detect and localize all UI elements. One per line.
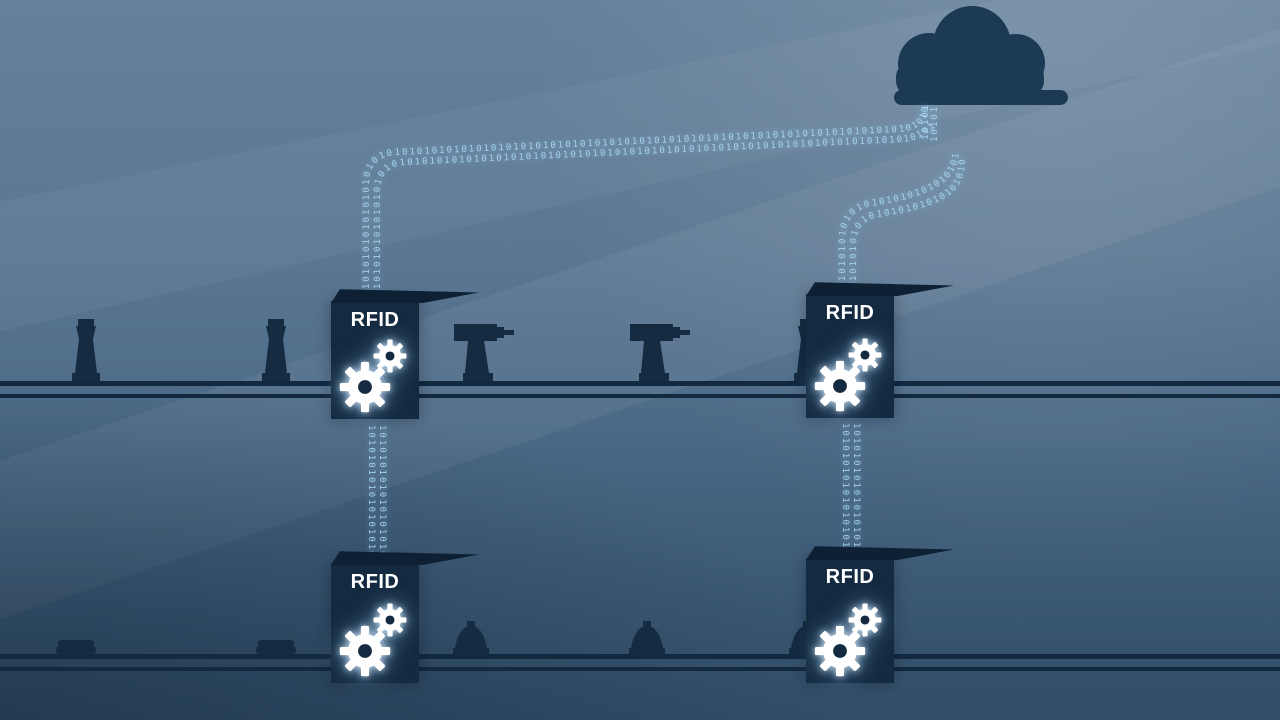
binary-stream-left-to-cloud: 1010101010101010101010101010101010101010… (0, 0, 931, 304)
conveyor-top-line-1 (0, 381, 1280, 386)
gears-icon (814, 603, 882, 677)
cloud-icon (894, 6, 1068, 105)
rfid-reader-top-left: RFID (331, 289, 479, 419)
gears-icon (814, 338, 882, 412)
conveyor-top-line-2 (0, 394, 1280, 398)
binary-stream-cloud-drop: 10101010 (0, 0, 931, 140)
gears-icon (339, 603, 407, 677)
rfid-reader-bottom-left: RFID (331, 551, 479, 683)
gears-icon (339, 339, 407, 413)
binary-stream-link-left: 10101010101010101010101010101010 (0, 0, 376, 559)
binary-stream-link-left-row2: 10101010101010101010101010101010 (0, 0, 387, 559)
part-disc-icon (56, 640, 96, 654)
part-cap-icon (453, 621, 489, 654)
binary-stream-link-right: 10101010101010101010101010101010 (0, 0, 848, 557)
drill-icon (454, 324, 514, 381)
part-disc-icon (256, 640, 296, 654)
conveyor-lines (0, 381, 1280, 671)
conveyor-bottom-line-2 (0, 667, 1280, 671)
conveyor-bottom-items (56, 621, 825, 654)
reader-label: RFID (825, 566, 875, 588)
conveyor-bottom-line-1 (0, 654, 1280, 659)
part-cap-icon (629, 621, 665, 654)
conveyor-top-items (72, 319, 822, 381)
binary-streams: 1010101010101010101010101010101010101010… (0, 0, 966, 559)
reader-label: RFID (350, 309, 400, 331)
power-tool-icon (262, 319, 290, 381)
reader-label: RFID (350, 571, 400, 593)
drill-icon (630, 324, 690, 381)
rfid-reader-bottom-right: RFID (806, 546, 954, 683)
binary-stream-cloud-drop-row2: 10101010 (0, 0, 940, 142)
power-tool-icon (72, 319, 100, 381)
reader-label: RFID (825, 302, 875, 324)
binary-stream-link-right-row2: 10101010101010101010101010101010 (0, 0, 859, 557)
rfid-reader-top-right: RFID (806, 282, 954, 418)
